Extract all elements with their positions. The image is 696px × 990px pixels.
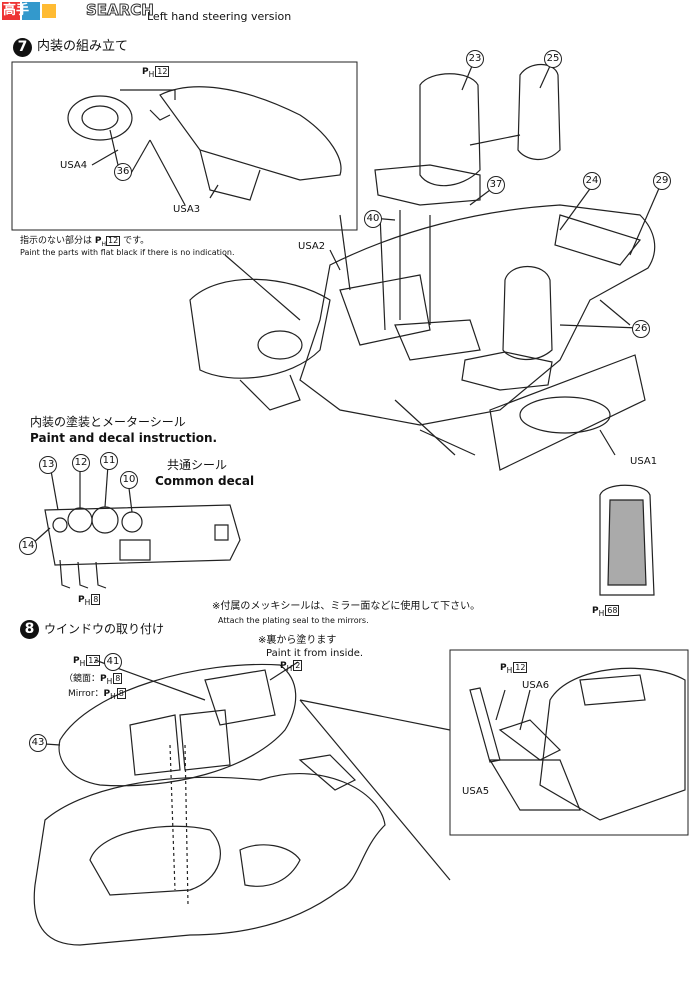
mirror-en-text: Mirror： [68,689,104,699]
step-8-title: ウインドウの取り付け [44,622,165,636]
part-43: 43 [29,734,47,752]
ph-sub: H [286,663,293,673]
ph-sub: H [79,658,86,668]
ph-sub: H [84,597,91,607]
ref-box: 8 [113,673,123,684]
site-logo: 高手 SEARCH [0,0,154,22]
part-26: 26 [632,320,650,338]
part-11: 11 [100,452,118,470]
part-10: 10 [120,471,138,489]
watermark-text: SEARCH [86,1,155,19]
ph-symbol: P [73,656,80,666]
part-14: 14 [19,537,37,555]
part-usa2: USA2 [298,241,326,252]
step-8-badge: 8 [20,620,39,639]
part-41: 41 [104,653,122,671]
part-23: 23 [466,50,484,68]
inside-note-en: Paint it from inside. [266,648,364,659]
ph-symbol: P [94,236,102,246]
logo-text: 高手 [3,3,30,18]
part-usa5: USA5 [462,786,490,797]
part-usa3: USA3 [173,204,201,215]
logo-graphic [2,2,56,20]
part-13: 13 [39,456,57,474]
part-usa1: USA1 [630,456,658,467]
inside-note-jp: ※裏から塗ります [258,635,337,646]
ph-symbol: P [78,595,85,605]
ref-box: 8 [91,594,101,605]
part-12: 12 [72,454,90,472]
note-ref-box: 12 [106,236,121,246]
ph-sub: H [101,240,107,248]
ref-box: 2 [293,660,303,671]
part-37: 37 [487,176,505,194]
part-usa4: USA4 [60,160,88,171]
plating-note-jp: ※付属のメッキシールは、ミラー面などに使用して下さい。 [212,601,481,612]
ref-box: 68 [605,605,620,616]
common-decal-jp: 共通シール [167,458,228,472]
ph-sub: H [598,608,605,618]
ph-symbol: P [592,606,599,616]
plating-note-en: Attach the plating seal to the mirrors. [218,616,369,625]
part-usa6: USA6 [522,680,550,691]
ph-symbol: P [500,663,507,673]
step-7-badge: 7 [13,38,32,57]
note-jp-tail: です。 [123,236,150,246]
common-decal-en: Common decal [155,474,255,488]
part-36: 36 [114,163,132,181]
part-40: 40 [364,210,382,228]
note-jp-text: 指示のない部分は [20,236,93,246]
step-7-title: 内装の組み立て [37,39,129,54]
ref-box: 12 [513,662,528,673]
ref-box: 12 [86,655,101,666]
part-25: 25 [544,50,562,68]
part-29: 29 [653,172,671,190]
mirror-jp-text: （鏡面： [64,674,101,684]
ph-symbol: P [103,689,111,699]
ph-sub: H [106,676,113,686]
ph-sub: H [110,691,116,701]
ph-symbol: P [142,67,149,77]
ph-symbol: P [280,661,287,671]
ph-symbol: P [100,674,107,684]
ph-sub: H [148,69,155,79]
part-24: 24 [583,172,601,190]
ph-sub: H [506,665,513,675]
paint-title-jp: 内装の塗装とメーターシール [30,415,186,429]
version-text: Left hand steering version [147,10,292,23]
ref-box: 12 [155,66,170,77]
flat-black-note-en: Paint the parts with flat black if there… [20,248,235,257]
paint-title-en: Paint and decal instruction. [30,431,218,445]
ref-box: 8 [116,688,126,699]
